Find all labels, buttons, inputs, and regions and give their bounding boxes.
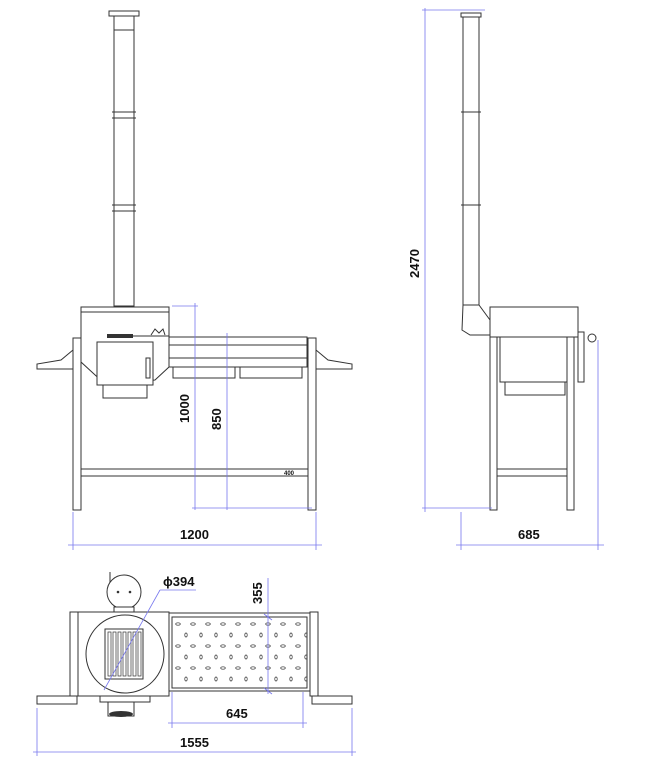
top-view: ϕ394 355 645 1555: [33, 572, 356, 756]
perforation-hole: [235, 622, 241, 626]
perforation-hole: [199, 654, 203, 660]
dim-685: 685: [518, 527, 540, 542]
perforation-hole: [235, 666, 241, 670]
perforation-hole: [280, 666, 286, 670]
grill-table: [168, 336, 308, 379]
perforation-hole: [259, 632, 263, 638]
perforation-hole: [259, 676, 263, 682]
grate-bar: [132, 631, 137, 677]
dim-1000: 1000: [177, 394, 192, 423]
perforation-hole: [205, 622, 211, 626]
perforation-hole: [244, 632, 248, 638]
perforation-hole: [214, 654, 218, 660]
perforation-hole: [220, 666, 226, 670]
perforation-hole: [295, 666, 301, 670]
perforation-hole: [244, 654, 248, 660]
perforation-hole: [199, 676, 203, 682]
perforation-hole: [220, 644, 226, 648]
perforation-hole: [274, 676, 278, 682]
perforation-hole: [229, 676, 233, 682]
perforation-hole: [184, 654, 188, 660]
front-dimensions: 1000 850 1200: [68, 303, 322, 550]
perforation-hole: [205, 644, 211, 648]
perforation-hole: [190, 622, 196, 626]
perforation-hole: [250, 666, 256, 670]
perforation-hole: [190, 666, 196, 670]
dim-645: 645: [226, 706, 248, 721]
perforation-hole: [304, 654, 308, 660]
dim-diameter-394: ϕ394: [163, 574, 195, 589]
grate-bar: [112, 631, 117, 677]
perforation-hole: [199, 632, 203, 638]
side-view: 2470 685: [407, 8, 604, 550]
chimney: [108, 10, 140, 307]
dim-1555: 1555: [180, 735, 209, 750]
perforation-hole: [289, 654, 293, 660]
perforation-hole: [289, 632, 293, 638]
dim-2470: 2470: [407, 249, 422, 278]
perforation-hole: [259, 654, 263, 660]
perforation-hole: [304, 632, 308, 638]
perforation-hole: [175, 644, 181, 648]
crossbar-marking: 400: [284, 471, 295, 477]
perforation-hole: [220, 622, 226, 626]
perforation-hole: [175, 622, 181, 626]
perforation-hole: [244, 676, 248, 682]
grate-bar: [107, 631, 112, 677]
perforation-hole: [190, 644, 196, 648]
perforation-hole: [274, 632, 278, 638]
perforation-hole: [214, 676, 218, 682]
dim-355: 355: [250, 582, 265, 604]
perforation-hole: [280, 622, 286, 626]
perforation-hole: [175, 666, 181, 670]
perforation-hole: [184, 632, 188, 638]
dim-850: 850: [209, 408, 224, 430]
frame: 400: [36, 337, 353, 511]
perforation-hole: [274, 654, 278, 660]
perforation-hole: [235, 644, 241, 648]
perforation-hole: [229, 654, 233, 660]
perforation-hole: [250, 622, 256, 626]
grate-bar: [137, 631, 142, 677]
perforation-hole: [184, 676, 188, 682]
grate-bar: [127, 631, 132, 677]
grate-bar: [117, 631, 122, 677]
perforation-hole: [295, 622, 301, 626]
perforation-hole: [295, 644, 301, 648]
perforation-hole: [304, 676, 308, 682]
front-view: 400 1000 850 1200: [36, 10, 353, 550]
grill-perforations: [175, 622, 308, 682]
perforation-hole: [289, 676, 293, 682]
perforation-hole: [250, 644, 256, 648]
perforation-hole: [205, 666, 211, 670]
dim-1200: 1200: [180, 527, 209, 542]
perforation-hole: [280, 644, 286, 648]
firebox: [80, 306, 170, 399]
perforation-hole: [229, 632, 233, 638]
perforation-hole: [214, 632, 218, 638]
